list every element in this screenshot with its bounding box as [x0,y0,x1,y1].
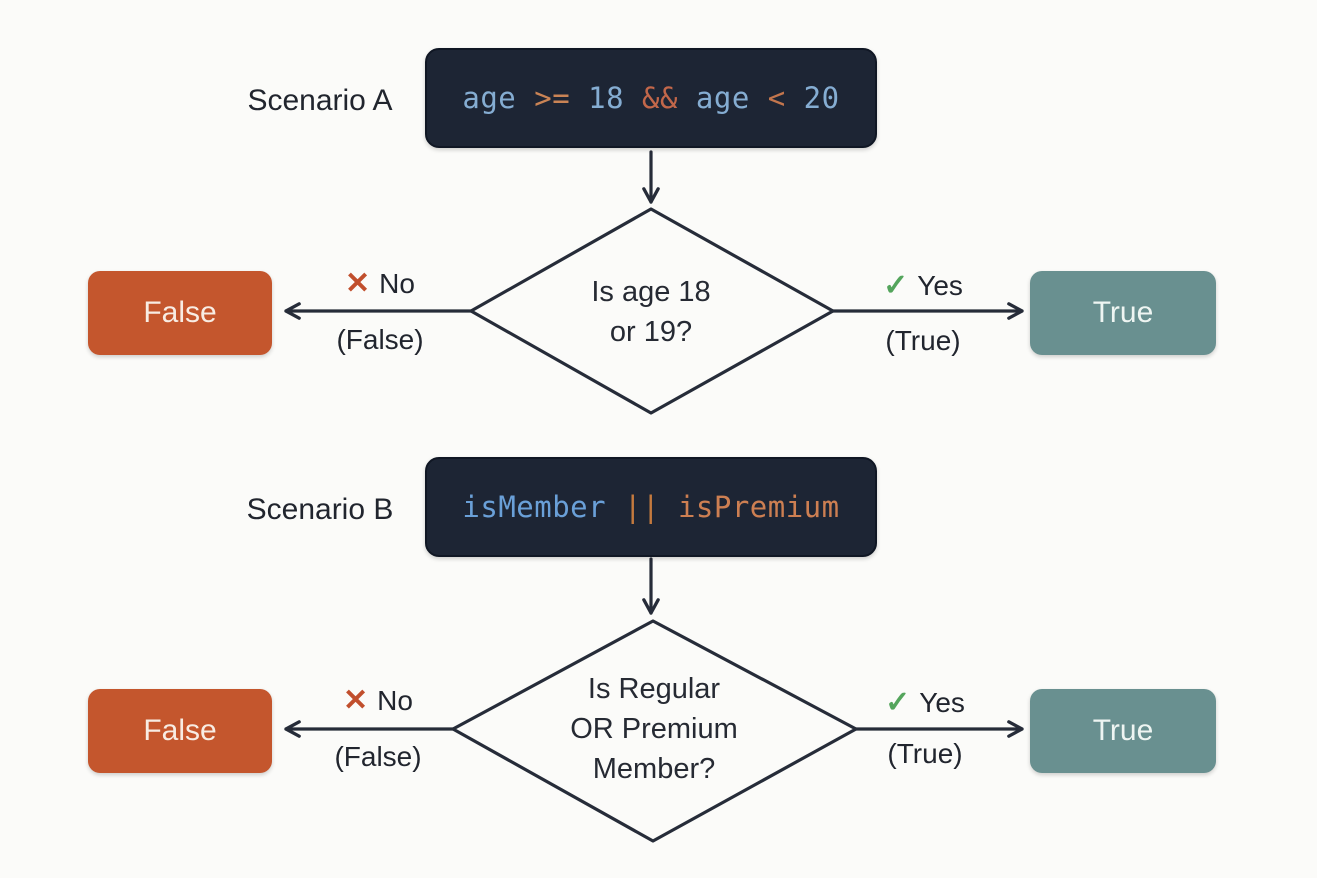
scenario-b-label: Scenario B [246,493,394,526]
code-token: >= [534,81,589,115]
cross-icon: ✕ [343,684,369,717]
yes-text: Yes [917,270,963,301]
cross-icon: ✕ [345,267,371,300]
code-token: isPremium [677,490,840,524]
decision-diamond-b [451,619,858,843]
decision-text-a: Is age 18 or 19? [511,272,791,352]
no-text: No [377,685,413,716]
no-branch-label-b: ✕ No [303,685,453,717]
no-branch-label-a: ✕ No [305,268,455,300]
code-token: age [695,81,768,115]
true-box-b: True [1030,689,1216,773]
yes-branch-sub-a: (True) [885,325,961,356]
no-branch-sub-b: (False) [334,741,422,772]
scenario-a-label: Scenario A [247,84,393,117]
decision-line: Member? [592,753,716,785]
true-box-a: True [1030,271,1216,355]
code-token: age [462,81,535,115]
decision-line: or 19? [609,316,693,348]
yes-branch-label-b: ✓ Yes [850,687,1000,719]
code-token: 20 [803,81,840,115]
check-icon: ✓ [885,686,911,719]
code-token: < [767,81,804,115]
code-token: 18 [588,81,643,115]
code-token: isMember [462,490,625,524]
check-icon: ✓ [883,269,909,302]
yes-branch-label-a: ✓ Yes [848,270,998,302]
decision-text-b: Is Regular OR Premium Member? [514,669,794,789]
code-block-b: isMember || isPremium [425,457,877,557]
code-block-a: age >= 18 && age < 20 [425,48,877,148]
decision-line: OR Premium [570,713,738,745]
no-text: No [379,268,415,299]
code-token: && [642,81,696,115]
false-box-b: False [88,689,272,773]
no-branch-sub-a: (False) [336,324,424,355]
decision-line: Is Regular [587,673,721,705]
yes-branch-sub-b: (True) [887,738,963,769]
decision-line: Is age 18 [591,276,711,308]
decision-diamond-a [469,207,835,415]
code-expression-a: age >= 18 && age < 20 [462,81,839,115]
code-expression-b: isMember || isPremium [462,490,839,524]
false-box-a: False [88,271,272,355]
code-token: || [624,490,678,524]
yes-text: Yes [919,687,965,718]
